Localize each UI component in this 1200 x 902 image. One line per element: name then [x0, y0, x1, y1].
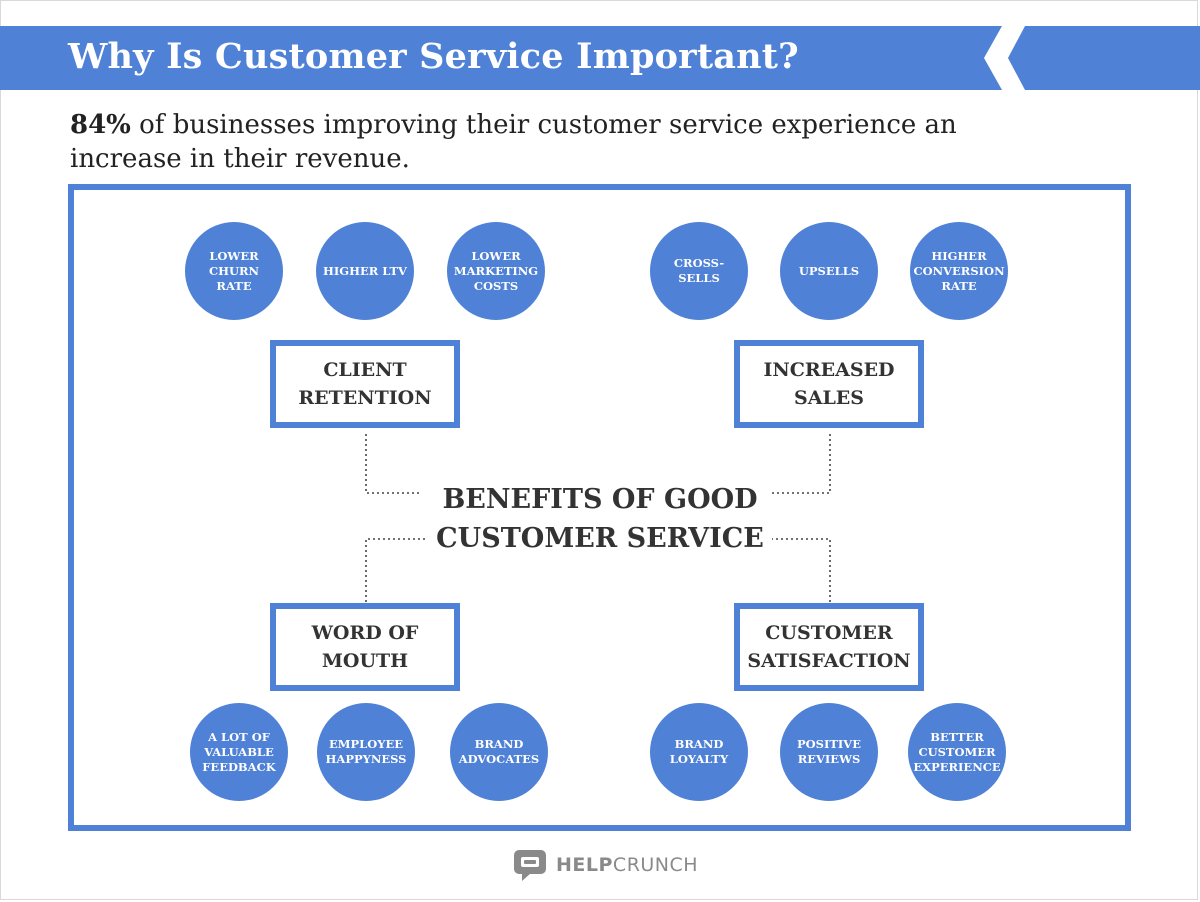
banner-shape	[0, 26, 1200, 90]
logo-part-crunch: CRUNCH	[612, 854, 699, 876]
benefit-circle: POSITIVE REVIEWS	[780, 703, 878, 801]
category-increased-sales: INCREASED SALES	[734, 340, 924, 428]
connector-customer-satisfaction	[772, 538, 831, 602]
diagram-frame	[68, 184, 1131, 831]
connector-client-retention	[365, 434, 422, 494]
category-customer-satisfaction: CUSTOMER SATISFACTION	[734, 603, 924, 691]
benefit-circle: CROSS-SELLS	[650, 222, 748, 320]
page-title: Why Is Customer Service Important?	[68, 36, 799, 77]
category-word-of-mouth: WORD OF MOUTH	[270, 603, 460, 691]
logo-wordmark: HELPCRUNCH	[556, 854, 698, 876]
helpcrunch-logo: HELPCRUNCH	[512, 848, 698, 882]
center-title: BENEFITS OF GOOD CUSTOMER SERVICE	[436, 484, 764, 554]
subtitle-text: of businesses improving their customer s…	[70, 110, 957, 174]
benefit-circle: HIGHER CONVERSION RATE	[910, 222, 1008, 320]
benefit-circle: UPSELLS	[780, 222, 878, 320]
subtitle: 84% of businesses improving their custom…	[70, 108, 1070, 176]
benefit-circle: LOWER MARKETING COSTS	[447, 222, 545, 320]
connector-increased-sales	[772, 434, 831, 494]
benefit-circle: EMPLOYEE HAPPYNESS	[317, 703, 415, 801]
benefit-circle: A LOT OF VALUABLE FEEDBACK	[190, 703, 288, 801]
category-client-retention: CLIENT RETENTION	[270, 340, 460, 428]
chat-bubble-icon	[514, 850, 546, 881]
connector-word-of-mouth	[365, 538, 428, 602]
benefit-circle: BETTER CUSTOMER EXPERIENCE	[908, 703, 1006, 801]
benefit-circle: BRAND ADVOCATES	[450, 703, 548, 801]
logo-part-help: HELP	[556, 854, 613, 876]
benefit-circle: LOWER CHURN RATE	[185, 222, 283, 320]
title-banner: Why Is Customer Service Important?	[0, 26, 1200, 90]
benefit-circle: BRAND LOYALTY	[650, 703, 748, 801]
subtitle-highlight: 84%	[70, 110, 131, 140]
benefit-circle: HIGHER LTV	[316, 222, 414, 320]
